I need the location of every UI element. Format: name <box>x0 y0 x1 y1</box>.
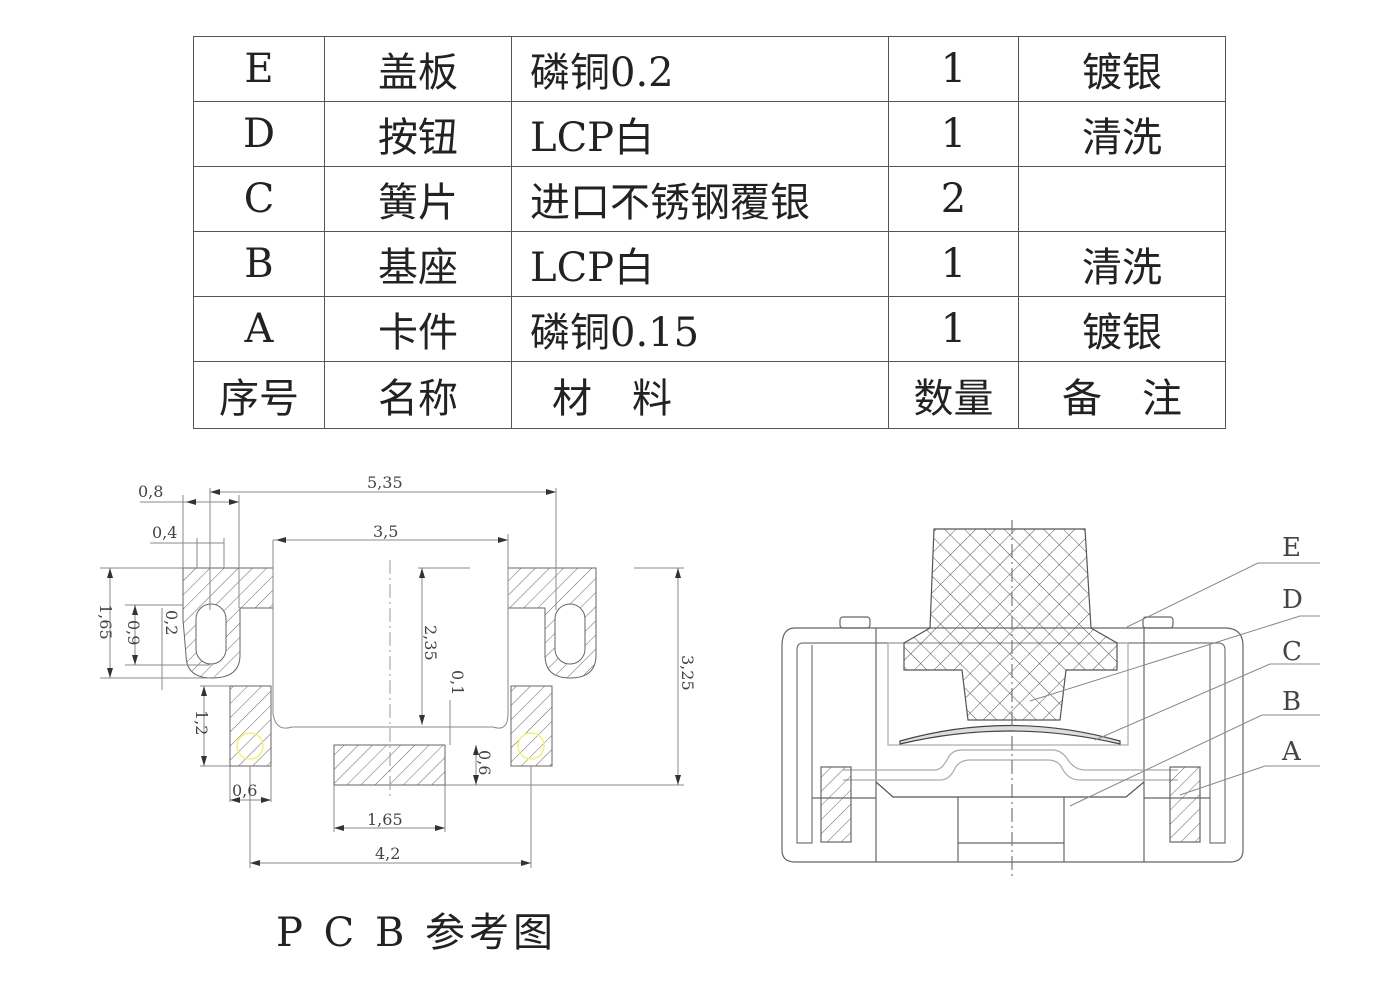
dim-slot-outer: 0,8 <box>138 482 163 501</box>
dim-slot-offset: 0,2 <box>162 610 181 635</box>
cell-id: E <box>193 36 325 102</box>
clip-left <box>820 766 852 843</box>
pcb-caption: P C B 参考图 <box>276 910 558 956</box>
right-slot <box>554 603 586 665</box>
cell-name: 基座 <box>324 231 512 297</box>
column-header: 名称 <box>324 361 512 429</box>
button-body <box>903 528 1118 721</box>
left-slot <box>195 603 227 665</box>
clip-right <box>1169 766 1201 843</box>
cell-remark <box>1018 166 1226 232</box>
cell-name: 卡件 <box>324 296 512 362</box>
cover-outline <box>781 627 1244 863</box>
cell-qty: 2 <box>888 166 1019 232</box>
dim-center-pad-width: 1,65 <box>367 810 403 829</box>
cell-name: 盖板 <box>324 36 512 102</box>
pad-2 <box>510 685 553 767</box>
cell-material: LCP白 <box>511 101 889 167</box>
cell-id: B <box>193 231 325 297</box>
cell-material: 磷铜0.15 <box>511 296 889 362</box>
dim-side-pad-height: 1,2 <box>192 710 211 735</box>
dim-overall-height: 3,25 <box>678 655 697 691</box>
dim-slot-inner: 0,4 <box>152 523 177 542</box>
cell-remark: 清洗 <box>1018 101 1226 167</box>
callout-d: D <box>1282 585 1303 615</box>
dim-slot-height: 0,9 <box>124 620 143 645</box>
callout-b: B <box>1282 687 1301 717</box>
column-header: 材 料 <box>511 361 889 429</box>
spring-leaf <box>899 724 1121 745</box>
dim-pad-span: 4,2 <box>375 844 400 863</box>
dim-top-width: 5,35 <box>367 473 403 492</box>
cell-id: D <box>193 101 325 167</box>
cell-qty: 1 <box>888 296 1019 362</box>
cell-remark: 清洗 <box>1018 231 1226 297</box>
dim-total-height: 1,65 <box>96 604 115 640</box>
pin-2-marker <box>517 732 545 760</box>
callout-c: C <box>1282 637 1302 667</box>
cell-id: A <box>193 296 325 362</box>
column-header: 序号 <box>193 361 325 429</box>
pin-1-marker <box>236 732 264 760</box>
dim-inner-width: 3,5 <box>373 522 398 541</box>
cell-remark: 镀银 <box>1018 296 1226 362</box>
section-view <box>781 520 1244 880</box>
header-row: 序号名称材 料数量备 注 <box>193 361 1226 429</box>
dim-pad-height: 0,6 <box>475 750 494 775</box>
cell-id: C <box>193 166 325 232</box>
cell-material: 磷铜0.2 <box>511 36 889 102</box>
column-header: 数量 <box>888 361 1019 429</box>
callout-a: A <box>1281 737 1302 767</box>
pad-1 <box>229 685 272 767</box>
dim-inner-height: 2,35 <box>421 625 440 661</box>
cell-name: 簧片 <box>324 166 512 232</box>
callout-e: E <box>1282 533 1301 563</box>
column-header: 备 注 <box>1018 361 1226 429</box>
dim-gap: 0,1 <box>448 670 467 695</box>
dim-side-pad-width: 0,6 <box>232 781 257 800</box>
cell-qty: 1 <box>888 231 1019 297</box>
cell-material: 进口不锈钢覆银 <box>511 166 889 232</box>
